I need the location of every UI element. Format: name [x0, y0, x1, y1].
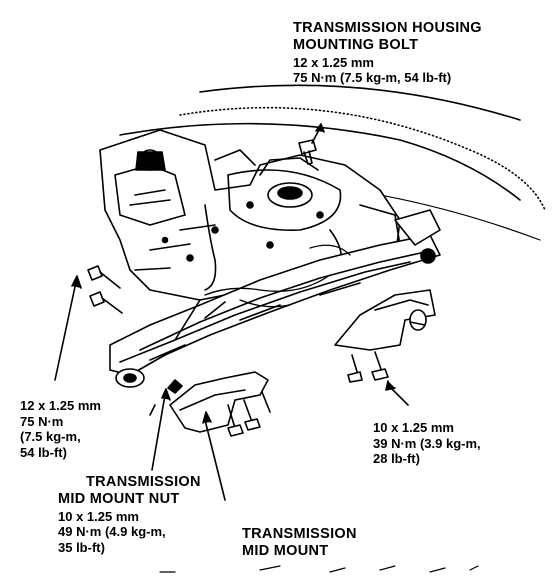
- mid-mount-callout: TRANSMISSION MID MOUNT: [242, 526, 357, 561]
- left-bolts: [54, 265, 123, 381]
- transmission-case: [99, 129, 401, 301]
- housing-bolt-callout: TRANSMISSION HOUSING MOUNTING BOLT 12 x …: [293, 20, 482, 86]
- mid-mount-nut-size: 10 x 1.25 mm: [58, 508, 139, 524]
- front-subframe: [109, 209, 441, 388]
- rear-mount-bracket: [334, 289, 436, 406]
- mid-mount-nut-title-1: TRANSMISSION: [86, 474, 201, 490]
- mid-mount-nut-torque-1: 49 N·m (4.9 kg-m,: [58, 524, 166, 540]
- mid-mount-bracket: [149, 371, 271, 501]
- left-bolt-torque-lbft: 54 lb-ft): [20, 444, 67, 460]
- left-bolt-size: 12 x 1.25 mm: [20, 398, 101, 413]
- mid-mount-nut-title-2: MID MOUNT NUT: [58, 491, 180, 508]
- ground-dashes: [159, 565, 479, 573]
- left-bolt-torque-kgm: (7.5 kg-m,: [20, 429, 81, 445]
- housing-bolt-torque: 75 N·m (7.5 kg-m, 54 lb-ft): [293, 70, 452, 86]
- left-bolt-torque-nm: 75 N·m: [20, 413, 64, 429]
- right-bolt-size: 10 x 1.25 mm: [373, 420, 454, 435]
- right-bolt-torque-2: 28 lb-ft): [373, 451, 420, 467]
- hoses: [204, 244, 351, 308]
- housing-mounting-bolt: [298, 123, 325, 165]
- mid-mount-nut-callout: TRANSMISSION MID MOUNT NUT 10 x 1.25 mm …: [58, 474, 201, 556]
- housing-bolt-title-2: MOUNTING BOLT: [293, 37, 419, 54]
- vehicle-body-outline: [119, 84, 546, 241]
- housing-bolt-size: 12 x 1.25 mm: [293, 54, 374, 70]
- mid-mount-title-2: MID MOUNT: [242, 543, 329, 560]
- mid-mount-nut-torque-2: 35 lb-ft): [58, 539, 105, 555]
- housing-bolt-title-1: TRANSMISSION HOUSING: [293, 20, 482, 36]
- left-bolt-callout: 12 x 1.25 mm 75 N·m (7.5 kg-m, 54 lb-ft): [20, 398, 101, 460]
- mid-mount-title-1: TRANSMISSION: [242, 526, 357, 542]
- right-bolt-callout: 10 x 1.25 mm 39 N·m (3.9 kg-m, 28 lb-ft): [373, 420, 481, 467]
- right-bolt-torque-1: 39 N·m (3.9 kg-m,: [373, 435, 481, 451]
